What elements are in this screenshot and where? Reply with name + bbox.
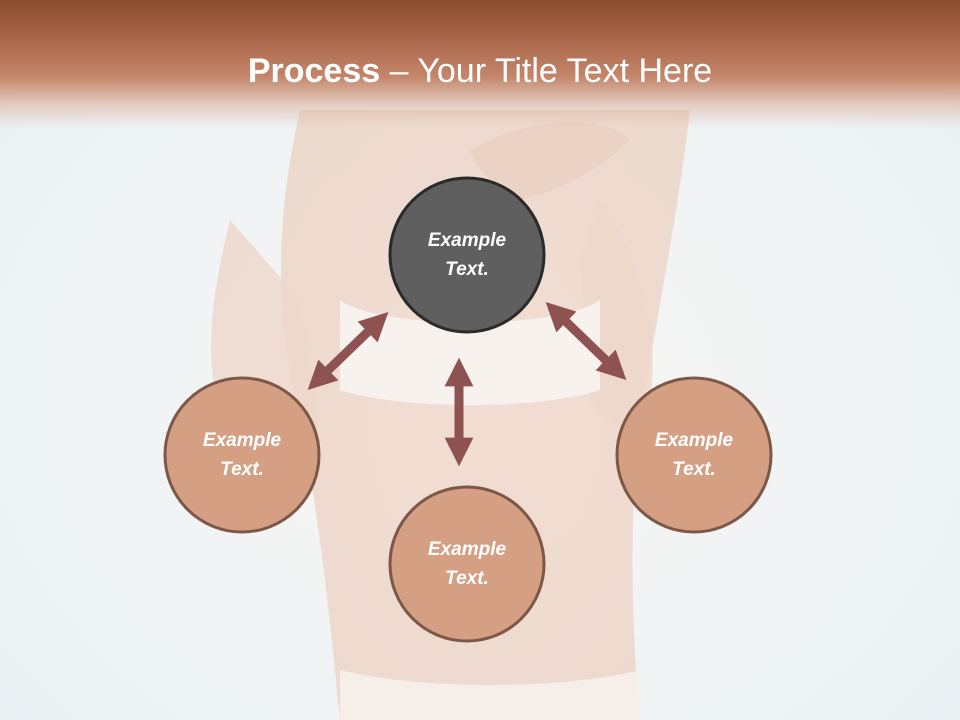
- node-left-line1: Example: [202, 430, 282, 451]
- node-right-line1: Example: [654, 430, 734, 451]
- node-center-circle: [388, 176, 546, 334]
- title-bold-part: Process: [247, 52, 381, 90]
- node-center-line2: Text.: [445, 259, 489, 280]
- node-left-circle: [163, 376, 321, 534]
- top-garment-shape: [340, 300, 600, 405]
- node-right-line2: Text.: [672, 459, 716, 480]
- node-bottom-line2: Text.: [445, 568, 489, 589]
- slide-title: Process – Your Title Text Here: [0, 52, 960, 91]
- node-right-text: Example Text.: [619, 426, 769, 484]
- node-bottom-circle: [388, 485, 546, 643]
- title-bar: [0, 0, 960, 128]
- arrow-center-left: [307, 311, 389, 391]
- title-rest-part: – Your Title Text Here: [380, 52, 713, 90]
- node-right-circle: [615, 376, 773, 534]
- arrow-center-right: [545, 301, 627, 381]
- node-left-line2: Text.: [220, 459, 264, 480]
- node-center-text: Example Text.: [392, 226, 542, 284]
- node-bottom-line1: Example: [427, 539, 507, 560]
- bottom-garment-shape: [340, 670, 640, 720]
- hand-shape: [470, 121, 630, 200]
- node-left-text: Example Text.: [167, 426, 317, 484]
- node-bottom-text: Example Text.: [392, 535, 542, 593]
- node-center-line1: Example: [427, 230, 507, 251]
